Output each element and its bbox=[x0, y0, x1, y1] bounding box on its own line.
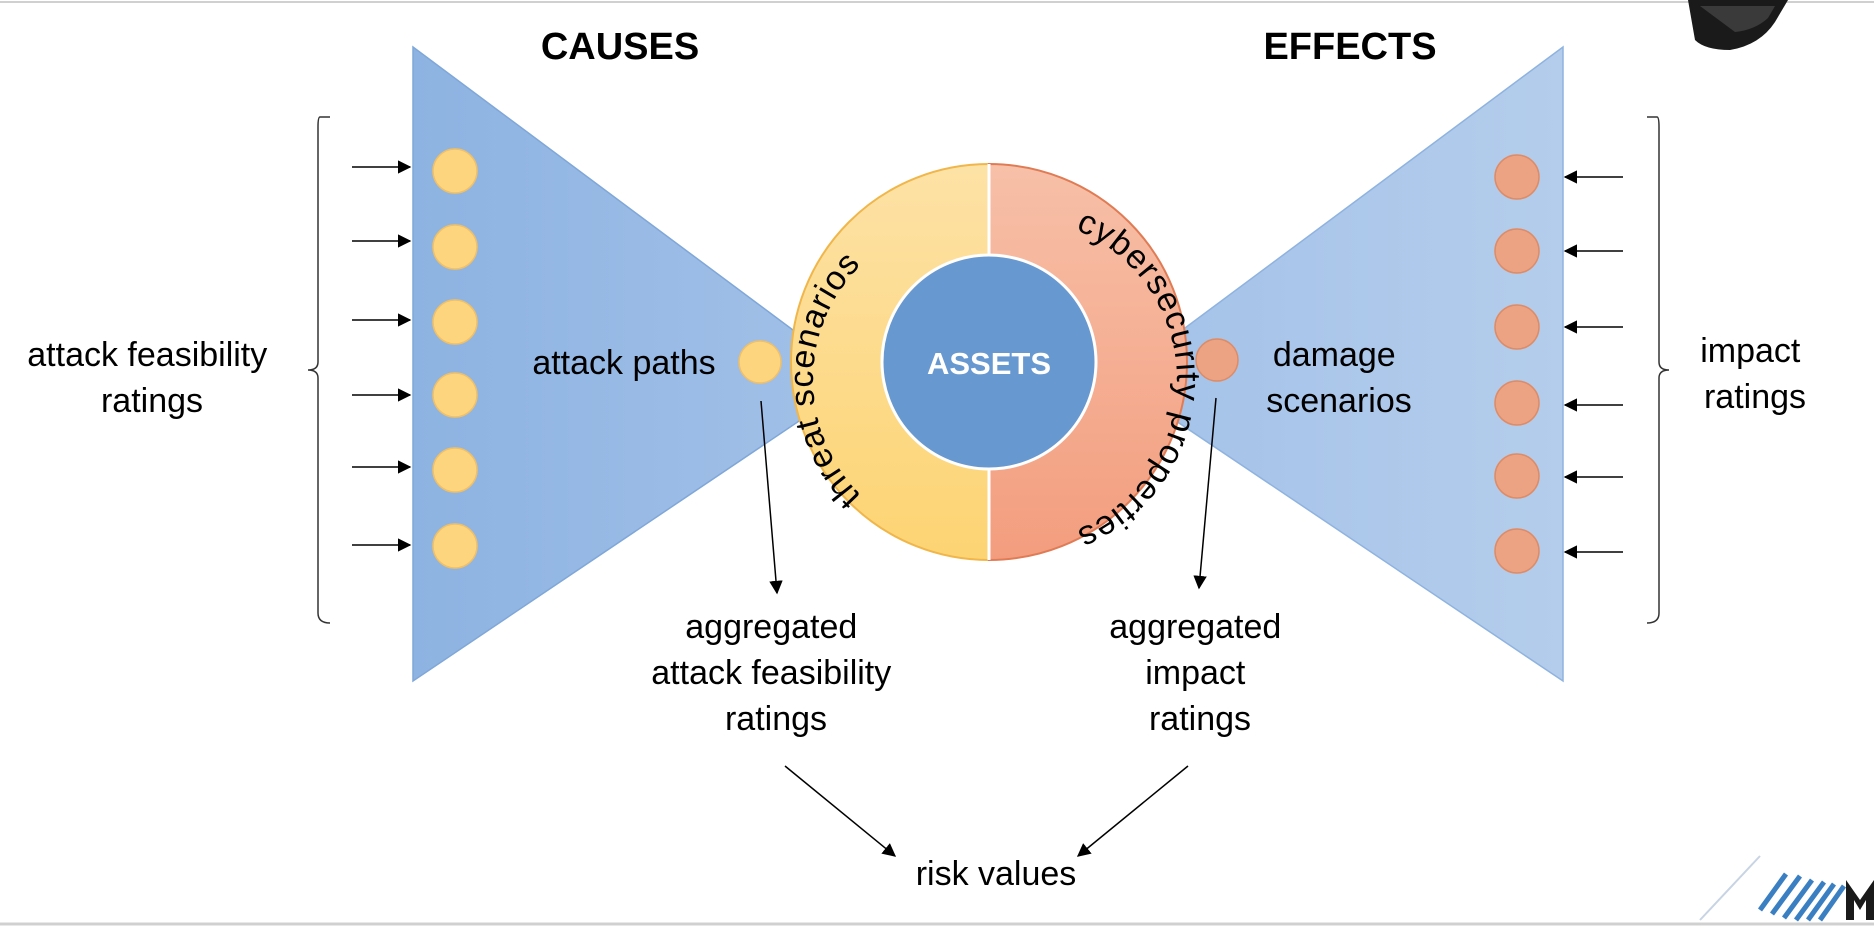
cause-dot bbox=[432, 299, 478, 345]
assets-label: ASSETS bbox=[927, 346, 1051, 381]
effect-dot bbox=[1494, 228, 1540, 274]
cause-dot bbox=[432, 148, 478, 194]
attack-paths-dot bbox=[738, 340, 782, 384]
assets-ring: ASSETS threat scenarios cybersecurity pr… bbox=[783, 162, 1206, 562]
attack-feasibility-ratings-label: attack feasibility ratings bbox=[27, 336, 276, 420]
aggregated-impact-to-risk-arrow bbox=[1076, 765, 1189, 857]
effect-dot bbox=[1494, 528, 1540, 574]
causes-triangle bbox=[412, 45, 862, 683]
effect-dot bbox=[1494, 380, 1540, 426]
damage-scenarios-arrow bbox=[1193, 397, 1217, 590]
aggregated-impact-ratings-label: aggregated impact ratings bbox=[1109, 608, 1291, 738]
effect-dot bbox=[1494, 154, 1540, 200]
causes-inputs bbox=[352, 148, 478, 569]
logo-mark bbox=[1699, 855, 1874, 922]
effect-dot bbox=[1494, 304, 1540, 350]
damage-scenarios-label: damage scenarios bbox=[1266, 336, 1412, 420]
impact-ratings-label: impact ratings bbox=[1700, 332, 1810, 416]
aggregated-attack-feasibility-ratings-label: aggregated attack feasibility ratings bbox=[651, 608, 900, 738]
attack-paths-label: attack paths bbox=[532, 344, 715, 382]
assets-circle bbox=[880, 253, 1098, 471]
effects-triangle bbox=[1113, 45, 1564, 683]
right-brace bbox=[1646, 116, 1670, 624]
left-brace bbox=[307, 116, 331, 624]
attack-paths-arrow bbox=[760, 400, 783, 595]
effects-inputs bbox=[1494, 154, 1623, 574]
cause-dot bbox=[432, 372, 478, 418]
cause-dot bbox=[432, 224, 478, 270]
effects-header: EFFECTS bbox=[1263, 26, 1436, 68]
cause-dot bbox=[432, 447, 478, 493]
aggregated-attack-to-risk-arrow bbox=[784, 765, 897, 857]
risk-values-label: risk values bbox=[916, 855, 1077, 893]
damage-scenarios-dot bbox=[1195, 338, 1239, 382]
effect-dot bbox=[1494, 453, 1540, 499]
causes-header: CAUSES bbox=[541, 26, 699, 68]
cause-dot bbox=[432, 523, 478, 569]
